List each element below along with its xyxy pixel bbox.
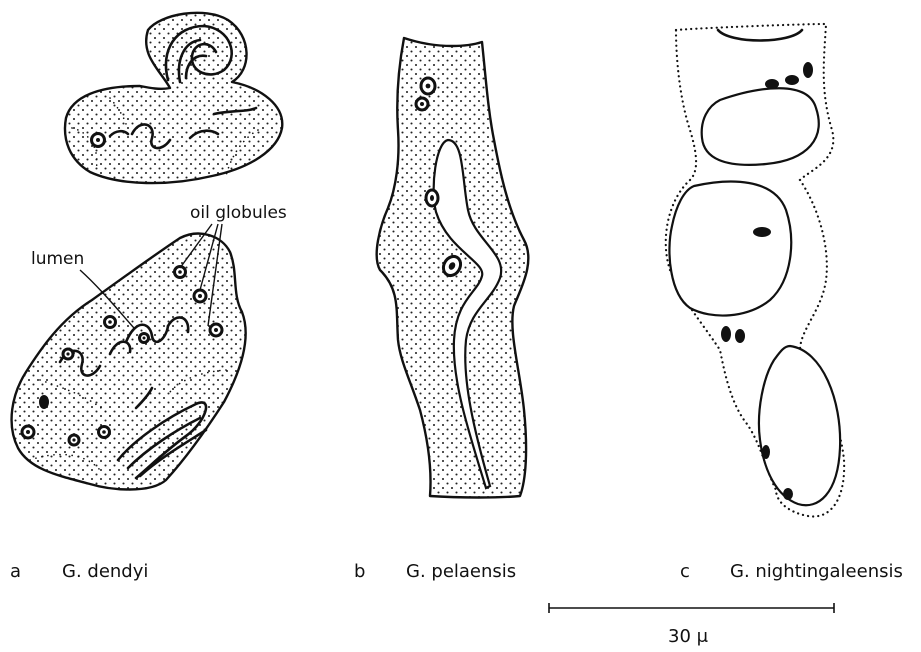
panel-c-drawing (666, 24, 844, 517)
dendyi-lower-section (12, 234, 246, 490)
pelaensis-oil-globule (421, 78, 435, 94)
dendyi-lower-oil-globule (69, 435, 79, 445)
pelaensis-oil-globule (426, 190, 438, 206)
dendyi-lower-oil-globule (194, 290, 206, 302)
dendyi-upper-section (65, 13, 282, 183)
panel-a-letter: a (10, 561, 21, 582)
panel-b-drawing (377, 38, 529, 498)
nightingaleensis-dark-granule (783, 488, 793, 500)
dendyi-lower-oil-globule (39, 395, 49, 409)
nightingaleensis-dark-granule (753, 227, 771, 237)
panel-b-letter: b (354, 561, 365, 582)
panel-a-species: G. dendyi (62, 561, 148, 582)
dendyi-lower-oil-globule (22, 426, 34, 438)
panel-c-species: G. nightingaleensis (730, 561, 903, 582)
oil-globules-label: oil globules (190, 203, 287, 223)
nightingaleensis-dark-granule (785, 75, 799, 85)
nightingaleensis-dark-granule (735, 329, 745, 343)
dendyi-lower-oil-globule (99, 427, 110, 438)
dendyi-lower-oil-globule (175, 267, 186, 278)
dendyi-lower-oil-globule (210, 324, 222, 336)
lumen-label: lumen (31, 249, 84, 269)
dendyi-upper-oil-globule (92, 134, 105, 147)
nightingaleensis-dark-granule (762, 445, 770, 459)
nightingaleensis-dark-granule (721, 326, 731, 342)
nightingaleensis-dark-granule (803, 62, 813, 78)
scale-bar-label: 30 μ (668, 626, 709, 647)
dendyi-lower-oil-globule (63, 349, 73, 359)
dendyi-lower-oil-globule (105, 317, 116, 328)
panel-b-species: G. pelaensis (406, 561, 516, 582)
nightingaleensis-dark-granule (765, 79, 779, 89)
panel-c-letter: c (680, 561, 690, 582)
pelaensis-oil-globule (416, 98, 428, 110)
dendyi-lower-oil-globule (140, 334, 149, 343)
scale-bar (549, 603, 834, 613)
